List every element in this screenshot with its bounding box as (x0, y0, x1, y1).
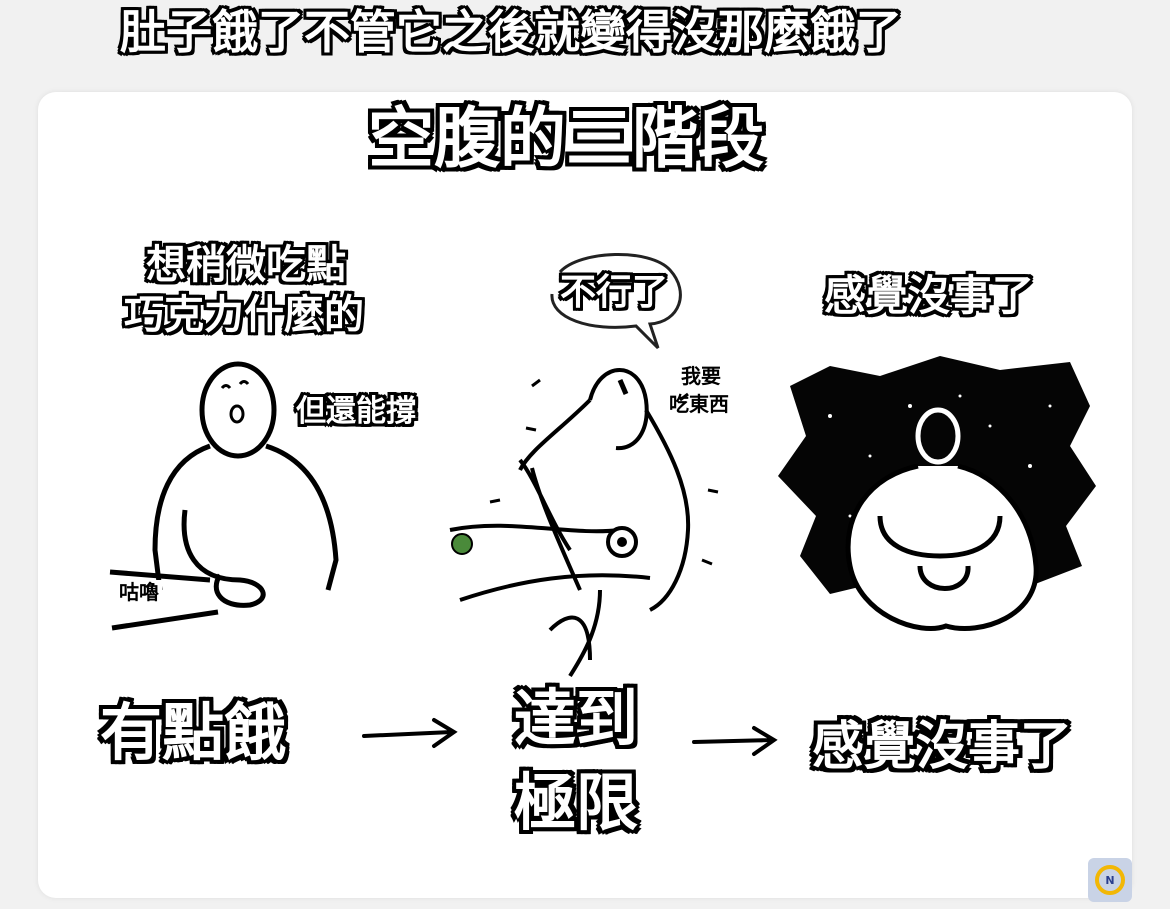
stage3-body (845, 463, 1039, 631)
stage2-mouth (617, 379, 629, 395)
stage1-thought-line1: 想稍微吃點 (146, 242, 346, 288)
stage3-head (915, 407, 961, 465)
stage2-side-note-line1: 我要 (678, 364, 724, 389)
stage1-thought-line2: 巧克力什麼的 (124, 292, 364, 338)
stage2-speech-bubble (550, 253, 682, 350)
stage2-caption-line2: 極限 (514, 766, 639, 839)
right-arrow-1 (362, 718, 458, 748)
stage3-caption: 感覺沒事了 (812, 717, 1073, 777)
right-arrow-2 (692, 726, 778, 756)
stage2-figure-drawing (449, 368, 719, 678)
stage2-bubble-text: 不行了 (560, 272, 669, 313)
header-caption: 肚子餓了不管它之後就變得沒那麼餓了 (120, 5, 902, 59)
stage2-head (588, 368, 649, 451)
stage3-space-background (778, 356, 1096, 631)
stage1-caption: 有點餓 (100, 696, 287, 769)
stage1-head (199, 361, 277, 459)
stage1-side-note: 但還能撐 (296, 394, 416, 429)
panel-title: 空腹的三階段 (368, 100, 764, 177)
stage2-desk (449, 523, 651, 602)
stage2-side-note-line2: 吃東西 (666, 392, 732, 417)
stage1-table (109, 569, 219, 631)
circle-logo-icon: N (1095, 865, 1125, 895)
stage1-sound-label: 咕嚕 (116, 580, 162, 605)
stage1-figure-drawing (109, 361, 339, 631)
stage3-arms (877, 515, 1003, 559)
stage3-thought: 感覺沒事了 (824, 271, 1035, 320)
stage2-green-cup (451, 533, 473, 555)
stage2-arm (518, 458, 582, 591)
stage1-body (152, 443, 339, 591)
watermark-logo: N (1088, 858, 1132, 902)
stage3-legs (917, 565, 971, 591)
stage2-shake-marks (489, 378, 719, 566)
stage2-caption-line1: 達到 (514, 682, 639, 755)
stage2-legs (548, 589, 602, 678)
stage1-eyes (220, 380, 250, 390)
stage1-arm (181, 509, 266, 608)
stage1-mouth (229, 404, 245, 424)
